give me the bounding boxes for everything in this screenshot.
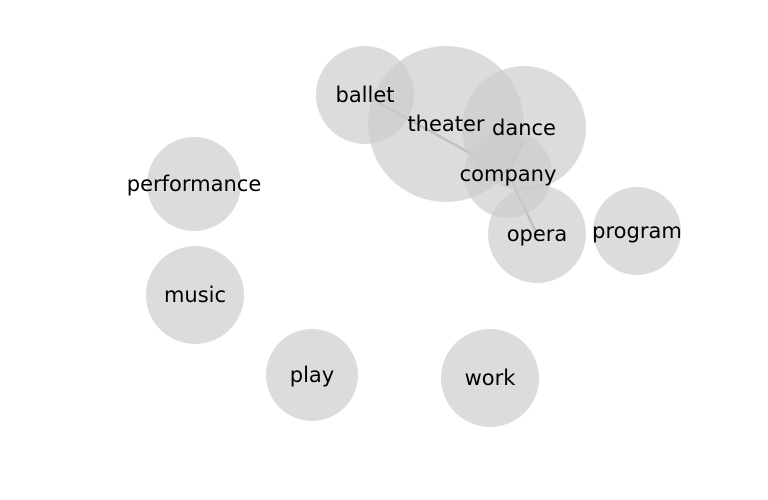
node-circle-program — [593, 187, 681, 275]
node-label-theater: theater — [407, 112, 484, 136]
node-label-music: music — [164, 283, 226, 307]
node-circle-ballet — [316, 46, 414, 144]
node-label-play: play — [290, 363, 334, 387]
node-label-opera: opera — [507, 222, 568, 246]
node-label-performance: performance — [127, 172, 262, 196]
node-circle-opera — [488, 185, 586, 283]
circles-layer — [146, 46, 681, 427]
node-label-company: company — [460, 162, 557, 186]
node-circle-work — [441, 329, 539, 427]
node-label-work: work — [465, 366, 517, 390]
node-label-program: program — [592, 219, 682, 243]
node-label-dance: dance — [492, 116, 556, 140]
node-label-ballet: ballet — [335, 83, 394, 107]
node-circle-music — [146, 246, 244, 344]
node-circle-play — [266, 329, 358, 421]
node-circle-performance — [147, 137, 241, 231]
labels-layer: theater dance ballet performance company oper… — [127, 83, 682, 390]
